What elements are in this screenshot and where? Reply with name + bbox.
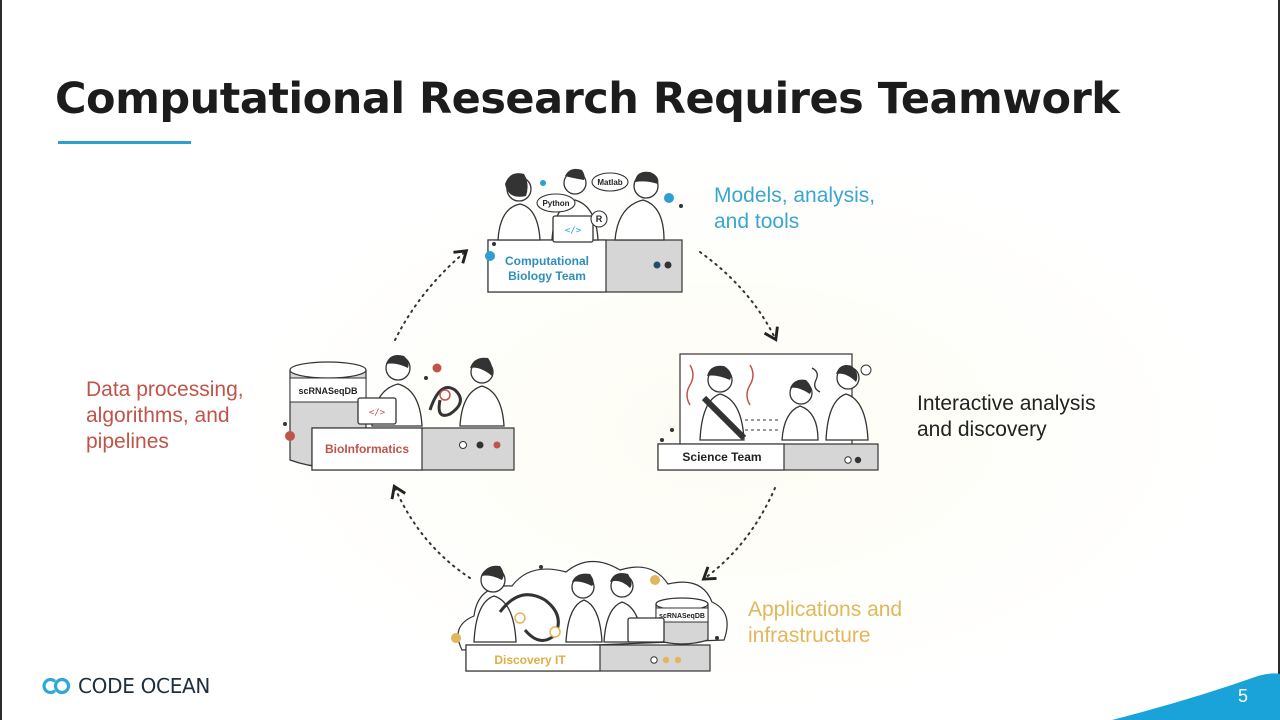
bubble-matlab: Matlab <box>597 178 622 187</box>
corner-wave <box>1112 673 1280 720</box>
computational-biology-team-illustration: </> Python Matlab R Computational Biolog… <box>485 168 683 293</box>
db-label-bioinformatics: scRNASeqDB <box>298 386 358 396</box>
team-name-bioinformatics: BioInformatics <box>325 442 409 456</box>
db-label-discovery: scRNASeqDB <box>659 613 705 620</box>
logo-text: CODE OCEAN <box>78 674 211 698</box>
caption-line: Models, analysis, <box>714 184 876 207</box>
window-edge-left <box>0 0 2 720</box>
caption-computational-biology: Models, analysis, and tools <box>714 183 875 235</box>
cycle-arrow-left-to-top <box>394 249 469 341</box>
caption-line: Data processing, <box>86 378 244 401</box>
caption-line: Applications and <box>748 598 903 621</box>
window-edge-right <box>1278 0 1280 720</box>
caption-line: Interactive analysis <box>917 392 1096 415</box>
caption-bioinformatics: Data processing, algorithms, and pipelin… <box>86 377 244 455</box>
cycle-arrow-top-to-right <box>699 251 779 342</box>
caption-science-team: Interactive analysis and discovery <box>917 391 1096 443</box>
slide-title: Computational Research Requires Teamwork <box>55 74 1120 124</box>
bubble-python: Python <box>542 199 569 208</box>
caption-line: infrastructure <box>748 624 871 647</box>
team-name-computational-line2: Biology Team <box>508 269 586 283</box>
caption-line: and discovery <box>917 418 1047 441</box>
svg-text:</>: </> <box>369 408 386 418</box>
caption-line: and tools <box>714 210 800 233</box>
caption-line: pipelines <box>86 430 169 453</box>
title-underline <box>58 141 191 144</box>
page-number: 5 <box>1237 686 1248 706</box>
discovery-it-team-illustration: scRNASeqDB Discovery IT <box>451 560 728 672</box>
code-ocean-logo-icon <box>42 677 71 695</box>
bioinformatics-team-illustration: scRNASeqDB </> <box>283 355 515 471</box>
code-ocean-logo: CODE OCEAN <box>40 674 210 698</box>
bubble-r: R <box>596 214 603 224</box>
cycle-arrow-right-to-bottom <box>701 487 776 581</box>
cycle-arrow-bottom-to-left <box>390 483 471 579</box>
caption-line: algorithms, and <box>86 404 230 427</box>
team-name-discovery-it: Discovery IT <box>494 653 566 667</box>
team-name-science: Science Team <box>682 450 761 464</box>
svg-text:</>: </> <box>565 226 582 236</box>
caption-discovery-it: Applications and infrastructure <box>748 597 902 649</box>
team-name-computational-line1: Computational <box>505 254 589 268</box>
science-team-illustration: Science Team <box>657 353 879 471</box>
